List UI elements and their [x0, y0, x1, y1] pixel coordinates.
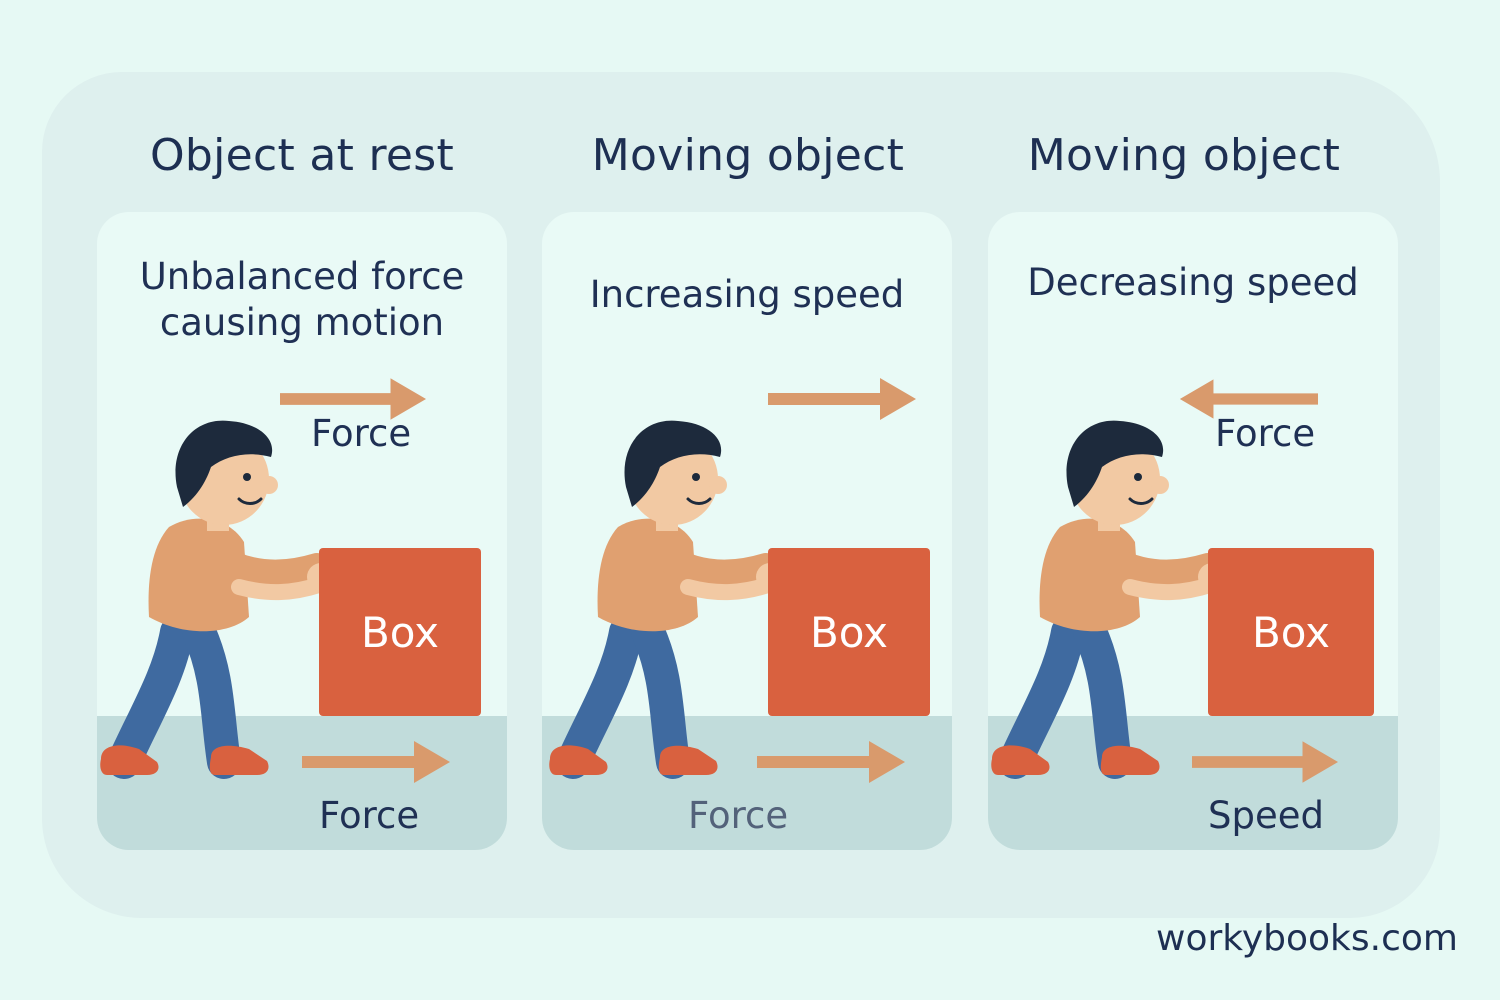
speed-label-bottom: Speed	[1208, 794, 1324, 837]
box-label: Box	[360, 607, 440, 657]
force-arrow-right-icon	[292, 739, 462, 785]
floor	[97, 716, 507, 850]
floor	[542, 716, 952, 850]
box: Box	[319, 548, 481, 716]
box: Box	[1208, 548, 1374, 716]
brand-watermark: workybooks.com	[1156, 918, 1458, 959]
force-arrow-right-icon	[757, 739, 907, 785]
caption-line-1: Increasing speed	[589, 273, 905, 316]
panel-decreasing-speed: Decreasing speed Force Box Speed	[988, 212, 1398, 850]
force-arrow-right-icon	[768, 376, 918, 422]
caption-line-1: Decreasing speed	[1027, 261, 1359, 304]
speed-arrow-right-icon	[1192, 739, 1340, 785]
panel-object-at-rest: Unbalanced force causing motion Force Bo…	[97, 212, 507, 850]
force-label-top: Force	[1215, 412, 1316, 455]
floor	[988, 716, 1398, 850]
column-title-3: Moving object	[1027, 130, 1341, 181]
caption-line-1: Unbalanced force	[139, 255, 465, 298]
panel-caption: Unbalanced force causing motion	[97, 254, 507, 346]
force-label-bottom: Force	[319, 794, 420, 837]
force-label-top: Force	[311, 412, 412, 455]
force-label-bottom: Force	[688, 794, 789, 837]
box-label: Box	[1251, 607, 1331, 657]
panel-caption: Decreasing speed	[988, 260, 1398, 306]
panel-caption: Increasing speed	[542, 272, 952, 318]
column-title-2: Moving object	[591, 130, 905, 181]
boy-pushing-icon	[548, 417, 788, 797]
column-title-1: Object at rest	[149, 130, 455, 181]
box: Box	[768, 548, 930, 716]
box-label: Box	[809, 607, 889, 657]
panel-increasing-speed: Increasing speed Box Force	[542, 212, 952, 850]
caption-line-2: causing motion	[159, 301, 445, 344]
